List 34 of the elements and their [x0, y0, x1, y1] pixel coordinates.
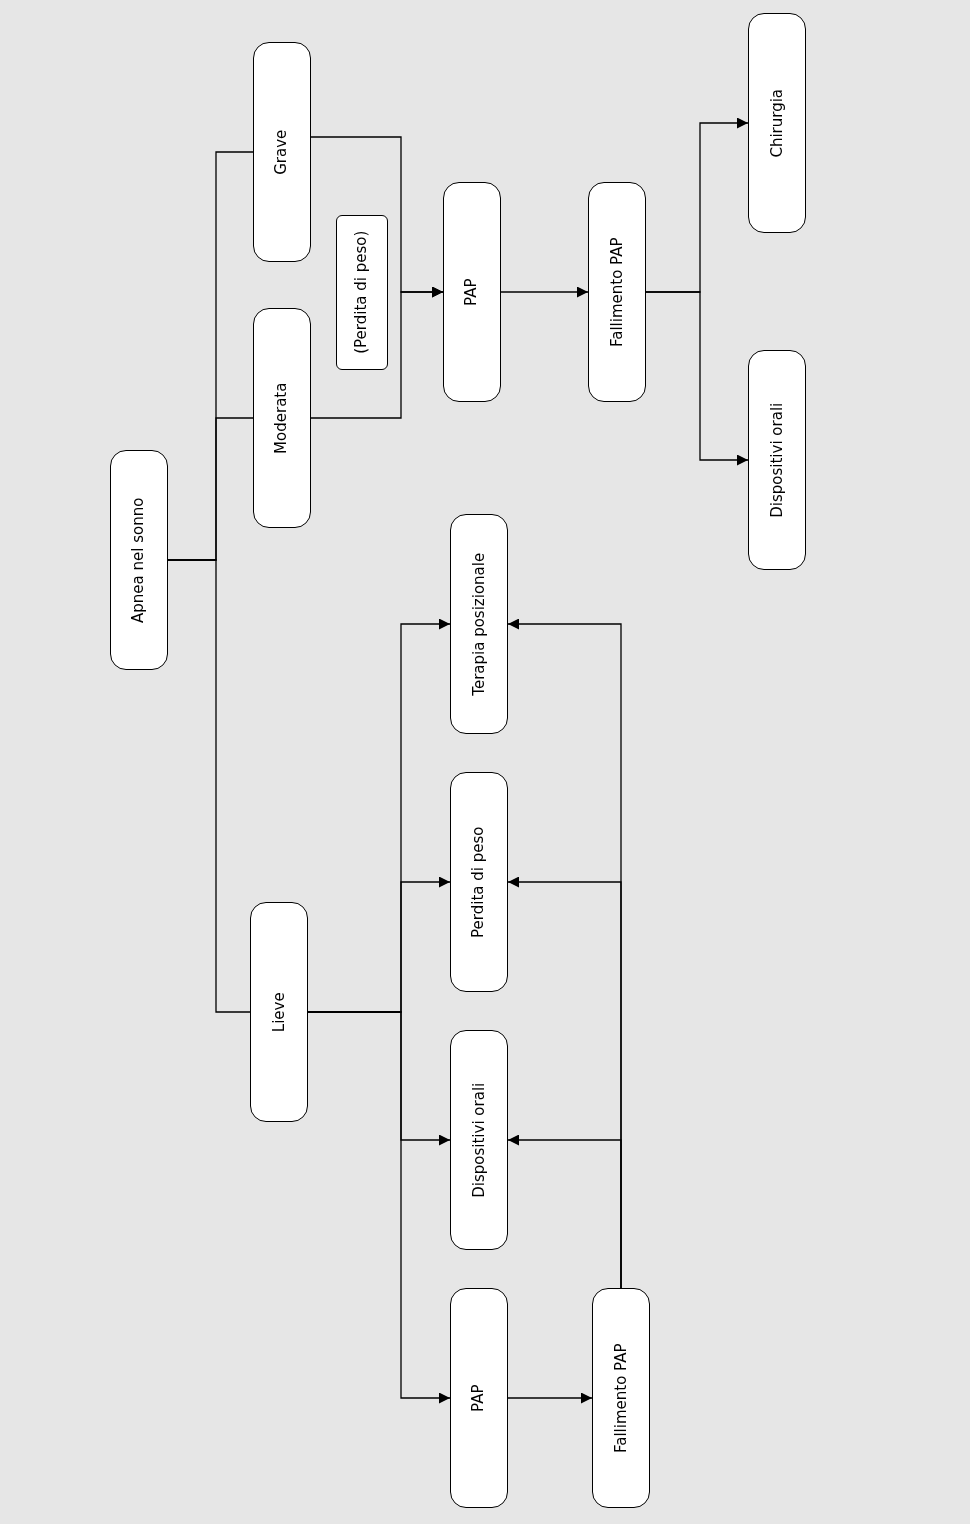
process-box — [450, 514, 508, 734]
node-label: Fallimento PAP — [606, 237, 627, 347]
arrow — [507, 618, 622, 1289]
process-box — [443, 182, 501, 402]
arrow — [645, 117, 749, 293]
process-box — [250, 902, 308, 1122]
process-box — [748, 13, 806, 233]
process-box — [110, 450, 168, 670]
node-label: Apnea nel sonno — [128, 497, 149, 623]
arrow — [507, 1392, 593, 1404]
process-box — [748, 350, 806, 570]
arrow — [310, 286, 444, 419]
process-box — [450, 772, 508, 992]
process-box — [450, 1288, 508, 1508]
connector-line — [167, 559, 251, 1013]
node-label: Dispositivi orali — [766, 402, 787, 518]
node-label: PAP — [461, 278, 482, 306]
process-box — [450, 1030, 508, 1250]
node-label: Lieve — [268, 992, 289, 1032]
process-box — [592, 1288, 650, 1508]
process-box — [588, 182, 646, 402]
node-label: Fallimento PAP — [610, 1343, 631, 1453]
node-label: Chirurgia — [766, 88, 787, 158]
node-label: (Perdita di peso) — [351, 230, 372, 355]
node-label: Grave — [271, 129, 292, 175]
node-label: Terapia posizionale — [468, 552, 489, 696]
node-label: Perdita di peso — [468, 826, 489, 938]
node-label: Moderata — [271, 382, 292, 454]
note-box — [336, 215, 388, 370]
process-box — [253, 308, 311, 528]
arrow — [500, 286, 589, 298]
process-box — [253, 42, 311, 262]
node-label: Dispositivi orali — [468, 1082, 489, 1198]
node-label: PAP — [468, 1384, 489, 1412]
